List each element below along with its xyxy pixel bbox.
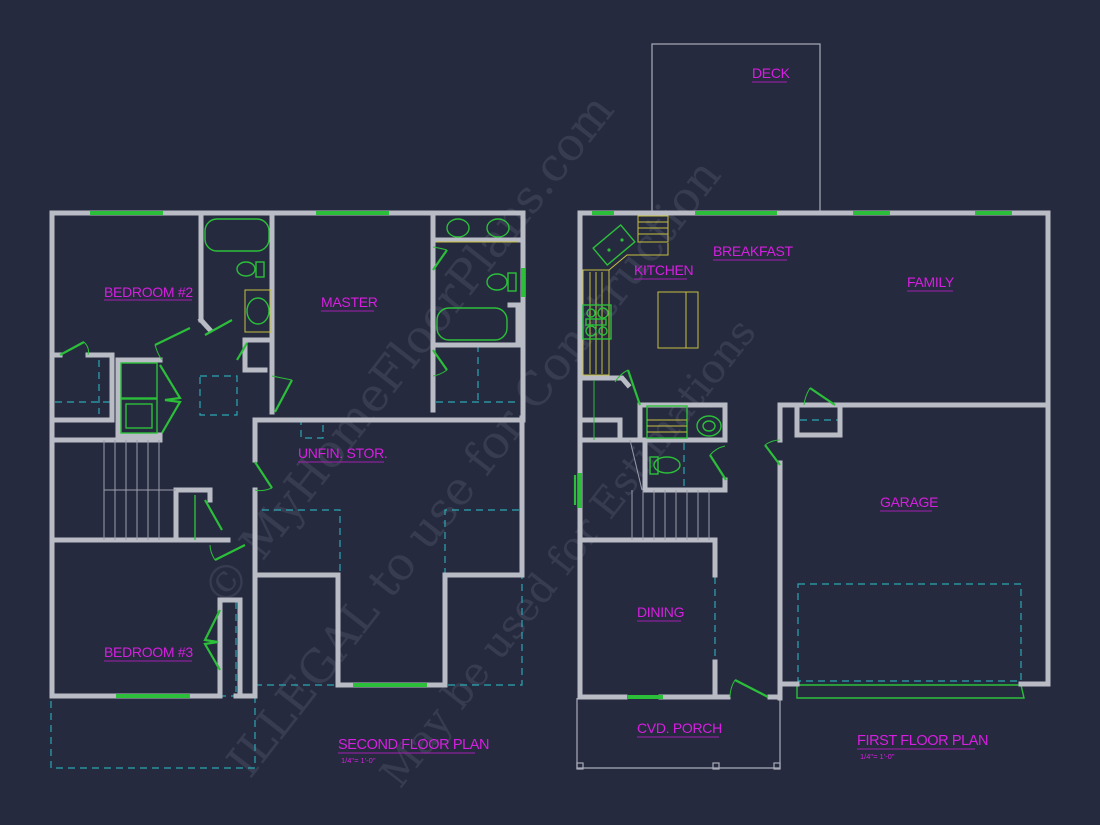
room-label-family: FAMILY [907,274,955,290]
attic-access [199,375,238,416]
plumbing-fixtures [120,218,518,540]
room-label-bedroom-2: BEDROOM #2 [104,284,193,300]
room-label-kitchen: KITCHEN [634,262,693,278]
window [578,211,1012,699]
garage-door-outline [797,583,1022,682]
second-floor-scale: 1/4"= 1'-0" [341,756,376,765]
second-floor-plan: BEDROOM #2 MASTER UNFIN. STOR. BEDROOM #… [49,210,526,769]
kitchen-fixtures [582,215,722,475]
room-label-cvd-porch: CVD. PORCH [637,720,722,736]
room-label-garage: GARAGE [880,494,938,510]
doors [573,369,836,698]
closet-rod [436,345,518,403]
room-label-bedroom-3: BEDROOM #3 [104,644,193,660]
stairs [629,439,710,540]
room-label-dining: DINING [637,604,684,620]
closet-rod [55,360,112,414]
porch-outline [576,698,781,769]
attic-access [300,418,324,439]
first-floor-scale: 1/4"= 1'-0" [860,752,895,761]
first-floor-plan: DECK KITCHEN BREAKFAST FAMILY GARAGE DIN… [573,43,1051,770]
room-label-master: MASTER [321,294,378,310]
stairs [103,440,176,540]
room-label-unfin-stor: UNFIN. STOR. [298,445,387,461]
window [90,211,525,698]
garage-door [796,684,1025,699]
doors [59,246,448,671]
second-floor-plan-title: SECOND FLOOR PLAN [338,737,489,753]
roof-outline [254,509,341,575]
roof-outline [444,509,523,686]
room-label-breakfast: BREAKFAST [713,243,794,259]
first-floor-plan-title: FIRST FLOOR PLAN [857,733,988,749]
room-label-deck: DECK [752,65,791,81]
